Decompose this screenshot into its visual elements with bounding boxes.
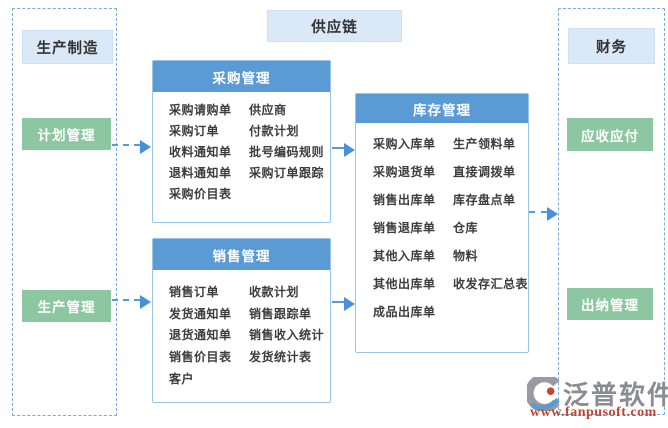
arrowhead-icon: [344, 143, 355, 157]
list-item: 采购入库单: [373, 137, 436, 151]
sales-right-column: 收款计划 销售跟踪单 销售收入统计 发货统计表: [249, 282, 330, 391]
list-item: 采购价目表: [169, 187, 232, 201]
list-item: 销售收入统计: [249, 328, 325, 343]
list-item: 收料通知单: [169, 145, 232, 159]
sales-left-column: 销售订单 发货通知单 退货通知单 销售价目表 客户: [169, 282, 249, 391]
inventory-right-column: 生产领料单 直接调拨单 库存盘点单 仓库 物料 收发存汇总表: [453, 130, 528, 326]
list-item: 收款计划: [249, 285, 300, 299]
list-item: 付款计划: [249, 124, 300, 138]
list-item: 客户: [169, 371, 195, 386]
fanpu-logo-icon: [527, 377, 560, 411]
arrowhead-icon: [140, 140, 151, 154]
finance-group-panel: [558, 8, 665, 415]
list-item: 仓库: [453, 221, 479, 235]
list-item: 生产领料单: [453, 137, 516, 151]
arrow-inventory-to-finance: [529, 207, 558, 221]
list-item: 销售跟踪单: [249, 306, 312, 321]
finance-group-label: 财务: [568, 28, 655, 64]
production-group-label: 生产制造: [22, 30, 113, 64]
list-item: 采购订单跟踪: [249, 166, 325, 180]
plan-management-node: 计划管理: [22, 118, 111, 150]
arrowhead-icon: [140, 295, 151, 309]
list-item: 供应商: [249, 103, 287, 117]
list-item: 批号编码规则: [249, 145, 325, 159]
purchase-right-column: 供应商 付款计划 批号编码规则 采购订单跟踪: [249, 100, 330, 205]
list-item: 销售退库单: [373, 221, 436, 235]
list-item: 成品出库单: [373, 305, 436, 319]
list-item: 退料通知单: [169, 166, 232, 180]
inventory-left-column: 采购入库单 采购退货单 销售出库单 销售退库单 其他入库单 其他出库单 成品出库…: [373, 130, 453, 326]
arrow-plan-to-purchase: [112, 140, 151, 154]
purchase-module-title: 采购管理: [153, 61, 330, 92]
arrow-purchase-to-inventory: [332, 143, 355, 157]
arrow-sales-to-inventory: [332, 297, 355, 311]
fanpu-website-link[interactable]: www.fanpusoft.com: [530, 405, 657, 420]
list-item: 其他出库单: [373, 277, 436, 291]
inventory-module-title: 库存管理: [356, 94, 528, 123]
list-item: 采购退货单: [373, 165, 436, 179]
list-item: 其他入库单: [373, 249, 436, 263]
sales-module-title: 销售管理: [153, 239, 330, 270]
arrowhead-icon: [344, 297, 355, 311]
inventory-module: 库存管理 采购入库单 采购退货单 销售出库单 销售退库单 其他入库单 其他出库单…: [355, 93, 529, 353]
list-item: 销售出库单: [373, 193, 436, 207]
list-item: 收发存汇总表: [453, 277, 529, 291]
list-item: 物料: [453, 249, 479, 263]
arrow-production-to-sales: [112, 295, 151, 309]
fanpu-logo: 泛普软件 www.fanpusoft.com: [523, 374, 668, 424]
list-item: 发货统计表: [249, 350, 312, 365]
sales-module: 销售管理 销售订单 发货通知单 退货通知单 销售价目表 客户 收款计划 销售跟踪…: [152, 238, 331, 403]
list-item: 采购订单: [169, 124, 220, 138]
purchase-left-column: 采购请购单 采购订单 收料通知单 退料通知单 采购价目表: [169, 100, 249, 205]
cashier-management-node: 出纳管理: [567, 288, 653, 320]
purchase-module: 采购管理 采购请购单 采购订单 收料通知单 退料通知单 采购价目表 供应商 付款…: [152, 60, 331, 223]
diagram-title: 供应链: [267, 10, 402, 42]
list-item: 退货通知单: [169, 328, 232, 343]
list-item: 直接调拨单: [453, 165, 516, 179]
receivable-payable-node: 应收应付: [567, 118, 653, 151]
arrowhead-icon: [547, 207, 558, 221]
list-item: 发货通知单: [169, 306, 232, 321]
list-item: 销售订单: [169, 285, 220, 299]
production-management-node: 生产管理: [22, 290, 111, 322]
production-group-panel: [12, 8, 117, 416]
list-item: 库存盘点单: [453, 193, 516, 207]
list-item: 采购请购单: [169, 103, 232, 117]
list-item: 销售价目表: [169, 350, 232, 365]
fanpu-logo-text: 泛普软件: [563, 380, 668, 410]
